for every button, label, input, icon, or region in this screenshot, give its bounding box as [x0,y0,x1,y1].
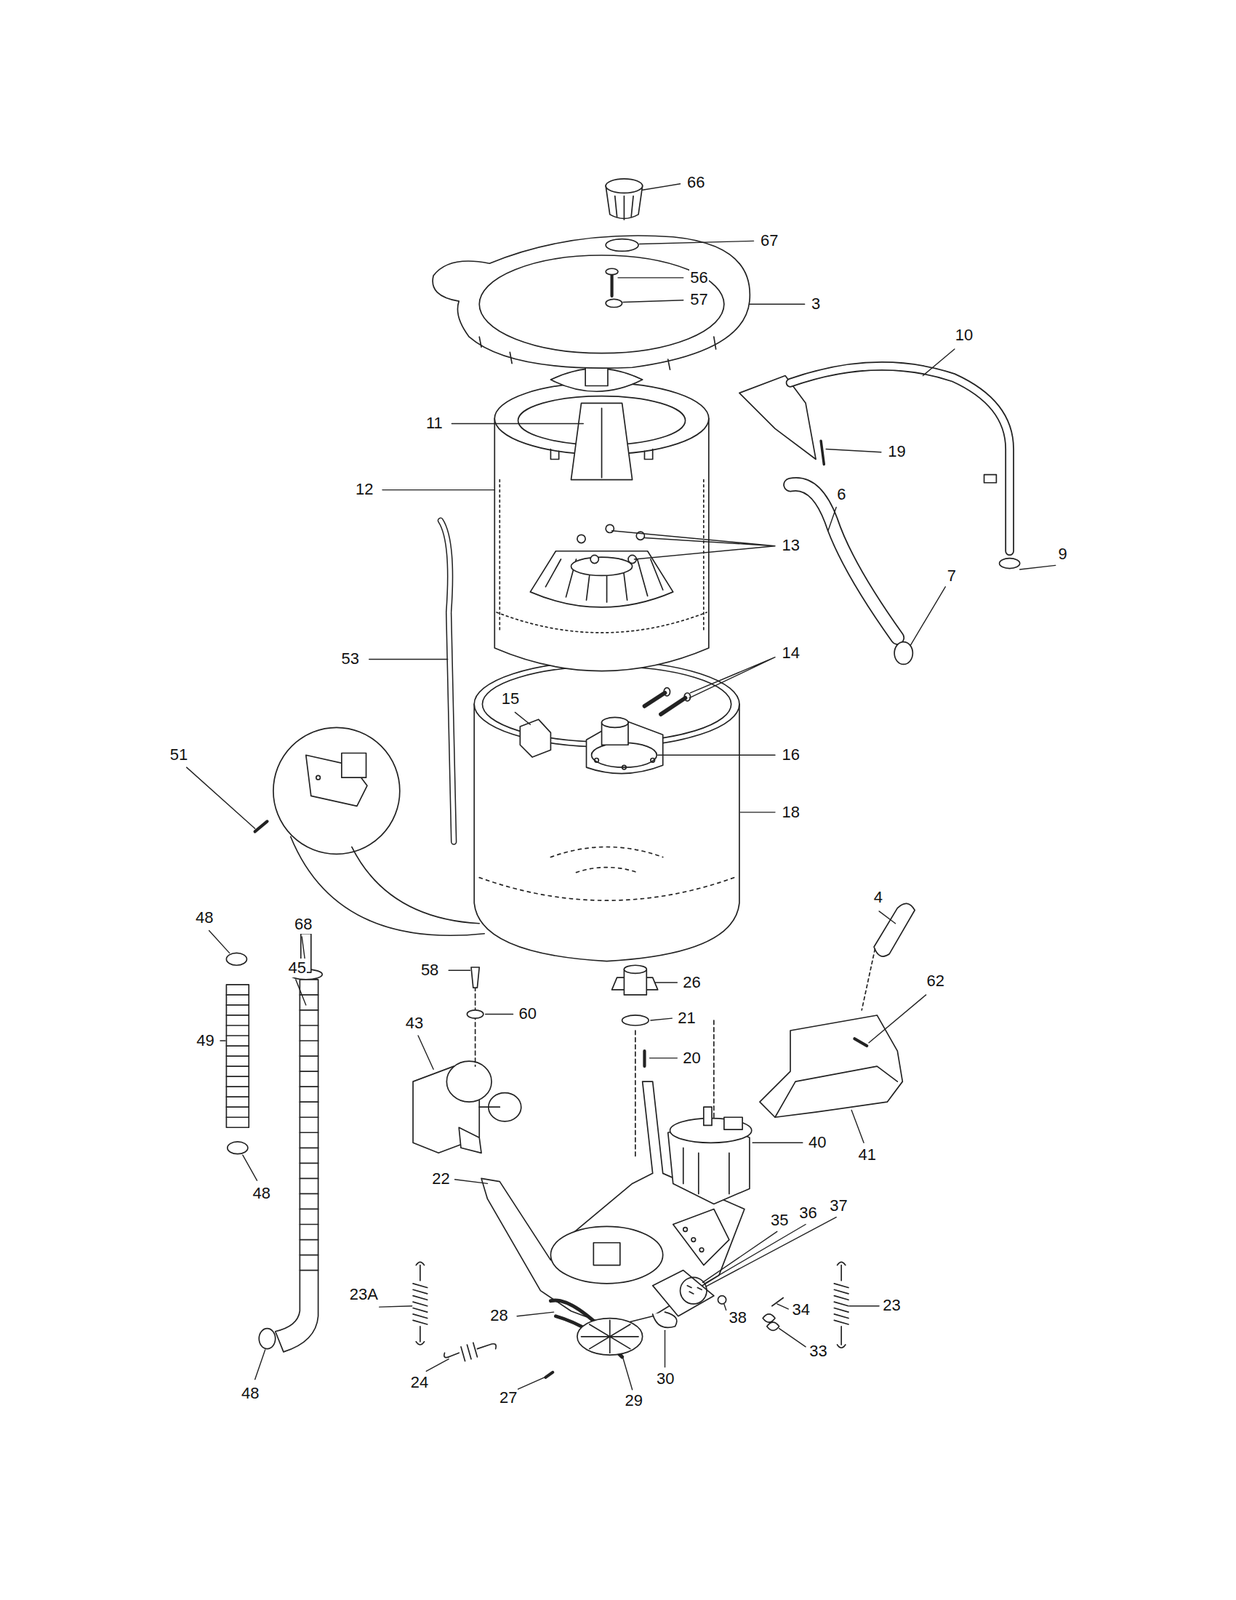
pump [412,966,522,1153]
screw [610,273,613,296]
nut [717,1295,726,1304]
screw [255,820,268,832]
detail-ring [680,1276,707,1303]
washer [605,298,622,307]
callout-number: 4 [873,887,884,907]
callout-number: 58 [420,960,440,980]
spin-basket [494,382,709,671]
callout-number: 37 [828,1196,848,1215]
screw [820,440,824,464]
callout-number: 35 [769,1210,789,1230]
callout-number: 16 [780,745,800,765]
callout-number: 48 [194,908,214,927]
callout-number: 34 [791,1299,810,1319]
callout-number: 7 [946,566,957,586]
callout-number: 62 [926,971,946,991]
callout-number: 10 [954,325,974,345]
hose-clamp [999,558,1021,569]
callout-number: 15 [500,689,520,709]
pulley [545,1299,642,1378]
drain-pipe [226,933,323,1352]
spring-clip [762,1297,784,1330]
drain-hose [790,484,913,665]
callout-number: 23A [348,1284,379,1304]
callout-number: 68 [293,914,313,934]
outer-tub [474,660,740,961]
callout-number: 20 [681,1048,701,1068]
callout-number: 38 [727,1307,747,1327]
callout-number: 57 [689,290,709,309]
callout-number: 36 [798,1203,818,1223]
callout-number: 60 [518,1004,538,1023]
callout-number: 21 [676,1008,696,1028]
capacitor [861,903,915,1010]
callout-number: 22 [431,1169,451,1189]
callout-number: 56 [689,268,709,288]
callout-number: 26 [681,972,701,992]
callout-number: 9 [1057,544,1069,564]
motor [668,1106,752,1204]
callout-number: 49 [195,1030,215,1050]
callout-number: 18 [780,802,800,822]
screws [577,524,645,563]
callout-number: 53 [340,649,360,669]
callout-number: 14 [780,643,800,663]
knob [605,178,642,220]
callout-number: 27 [498,1387,518,1407]
callout-number: 48 [240,1383,260,1403]
callout-number: 12 [354,479,374,499]
callout-number: 3 [810,294,821,314]
leader-lines [186,183,1056,1390]
callout-number: 24 [410,1372,429,1392]
callout-number: 11 [425,413,444,433]
motor-cover [759,1014,903,1117]
cap [605,239,639,252]
tub-ring [432,235,750,370]
callout-number: 45 [287,958,307,978]
callout-number: 51 [169,745,189,765]
callout-number: 41 [857,1145,877,1165]
callout-number: 67 [759,231,779,251]
callout-number: 28 [489,1305,509,1325]
clip [652,1311,677,1327]
callout-number: 6 [836,484,847,504]
callout-number: 23 [881,1295,901,1315]
callout-number: 66 [686,173,706,192]
callout-number: 19 [887,442,906,461]
bracket [519,719,551,757]
bolts [644,687,690,714]
callout-number: 40 [807,1132,827,1152]
callout-number: 30 [655,1369,675,1388]
fill-hose [739,365,1021,568]
callout-number: 29 [623,1390,643,1410]
callout-number: 33 [808,1341,828,1361]
air-hose [440,520,454,842]
callout-number: 13 [780,535,800,555]
hub [586,716,664,773]
callout-number: 48 [251,1183,271,1203]
motor-base [481,1081,745,1327]
springs [412,1261,849,1361]
callout-number: 43 [404,1013,424,1033]
